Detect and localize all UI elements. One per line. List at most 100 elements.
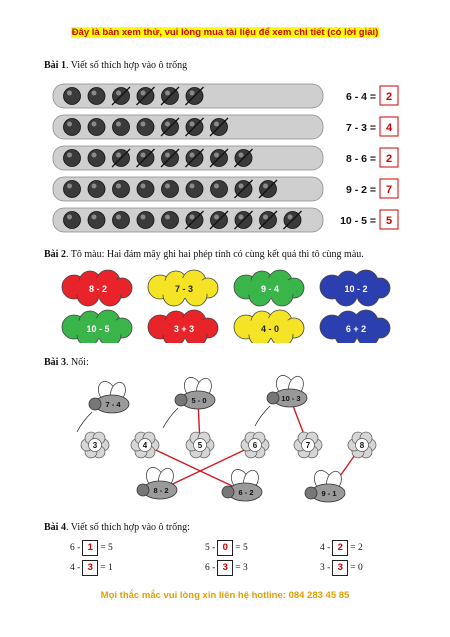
ball-shine — [91, 214, 97, 220]
answer-value: 2 — [386, 91, 392, 103]
bee-head — [174, 393, 188, 407]
ball — [87, 87, 106, 105]
hotline-footer: Mọi thắc mắc vui lòng xin liên hệ hotlin… — [100, 590, 350, 601]
ball — [87, 118, 106, 136]
answer-box — [379, 85, 399, 106]
ball — [185, 180, 204, 198]
missing-number-equation: 6 -3= 3 — [205, 560, 248, 576]
answer-box[interactable]: 3 — [217, 560, 234, 576]
equation-right: = 1 — [100, 563, 113, 574]
ball-shine — [116, 90, 121, 96]
cloud: 8 - 2 — [61, 269, 133, 307]
flower-center — [88, 438, 102, 452]
cross-stroke — [160, 148, 180, 168]
ball — [63, 118, 81, 136]
cloud-label: 3 + 3 — [174, 324, 194, 334]
answer-box[interactable]: 1 — [82, 540, 99, 556]
bee: 8 - 2 — [136, 467, 178, 500]
cross-stroke — [185, 86, 204, 106]
cross-stroke — [185, 117, 204, 137]
cloud-body — [242, 278, 298, 298]
cross-stroke — [136, 86, 155, 106]
ball-shine — [238, 152, 244, 158]
bee-label: 10 - 3 — [281, 394, 300, 403]
flower-number: 8 — [360, 441, 365, 450]
ball-shine — [238, 183, 244, 189]
ball-shine — [214, 152, 219, 158]
answer-box[interactable]: 3 — [82, 560, 99, 576]
ball — [112, 180, 130, 198]
cross-stroke — [136, 148, 155, 168]
equation-left: 4 - — [70, 563, 81, 574]
answer-box[interactable]: 2 — [332, 540, 349, 556]
ball-shine — [67, 183, 72, 189]
ball-shine — [189, 152, 195, 158]
exercise-2-title: Bài 2. Tô màu: Hai đám mây ghi hai phép … — [44, 249, 364, 260]
ball-shine — [140, 121, 146, 127]
cloud-body — [70, 318, 126, 338]
ball — [63, 149, 81, 167]
equation-right: = 0 — [350, 563, 363, 574]
ball-shine — [263, 214, 268, 220]
match-line — [144, 444, 246, 493]
ball — [87, 211, 106, 229]
bee-label: 9 - 1 — [321, 489, 336, 498]
cloud-label: 8 - 2 — [89, 284, 107, 294]
ball-shine — [287, 214, 293, 220]
cloud-body — [328, 278, 384, 298]
subtraction-expression: 10 - 5 = — [340, 215, 376, 227]
ball-shine — [67, 214, 72, 220]
cross-stroke — [283, 210, 302, 230]
answer-box — [379, 209, 399, 230]
answer-box — [379, 116, 399, 137]
cross-stroke — [258, 179, 278, 199]
equation-left: 3 - — [320, 563, 331, 574]
bee: 7 - 4 — [88, 381, 130, 414]
ball-shine — [91, 90, 97, 96]
cloud: 10 - 5 — [61, 309, 133, 343]
answer-value: 7 — [386, 184, 392, 196]
ball — [136, 211, 155, 229]
cross-stroke — [209, 148, 229, 168]
exercise-4-title: Bài 4. Viết số thích hợp vào ô trống: — [44, 522, 190, 533]
cross-stroke — [111, 148, 131, 168]
missing-number-equation: 4 -2= 2 — [320, 540, 363, 556]
subtraction-expression: 8 - 6 = — [346, 153, 376, 165]
ball-shine — [165, 90, 170, 96]
ball-shine — [116, 214, 121, 220]
cloud: 9 - 4 — [233, 269, 305, 307]
bee-label: 5 - 0 — [191, 396, 206, 405]
answer-box[interactable]: 3 — [332, 560, 349, 576]
cloud: 10 - 2 — [319, 269, 391, 307]
ball-shine — [116, 183, 121, 189]
bee: 9 - 1 — [304, 470, 346, 503]
cloud-body — [156, 318, 212, 338]
subtraction-expression: 7 - 3 = — [346, 122, 376, 134]
ball-shine — [165, 121, 170, 127]
ball-shine — [116, 121, 121, 127]
ball-shine — [214, 214, 219, 220]
missing-number-equation: 4 -3= 1 — [70, 560, 113, 576]
bee-label: 6 - 2 — [238, 488, 253, 497]
ball-shine — [214, 121, 219, 127]
counting-row: 9 - 2 =7 — [52, 176, 399, 202]
cloud-label: 10 - 5 — [86, 324, 109, 334]
cloud-body — [242, 318, 298, 338]
ball-shine — [67, 90, 72, 96]
exercise-3-title: Bài 3. Nối: — [44, 357, 89, 368]
match-line — [159, 444, 256, 491]
counting-row: 6 - 4 =2 — [52, 83, 399, 109]
preview-header: Đây là bản xem thử, vui lòng mua tài liệ… — [70, 27, 380, 38]
ball — [136, 180, 155, 198]
ball — [210, 180, 228, 198]
answer-value: 4 — [386, 122, 393, 134]
cross-stroke — [111, 86, 131, 106]
flower: 5 — [185, 431, 215, 459]
flower-center — [193, 438, 207, 452]
answer-box[interactable]: 0 — [217, 540, 234, 556]
bee-head — [136, 483, 150, 497]
counting-row: 10 - 5 =5 — [52, 207, 399, 233]
ball-shine — [189, 121, 195, 127]
bee-label: 7 - 4 — [105, 400, 121, 409]
